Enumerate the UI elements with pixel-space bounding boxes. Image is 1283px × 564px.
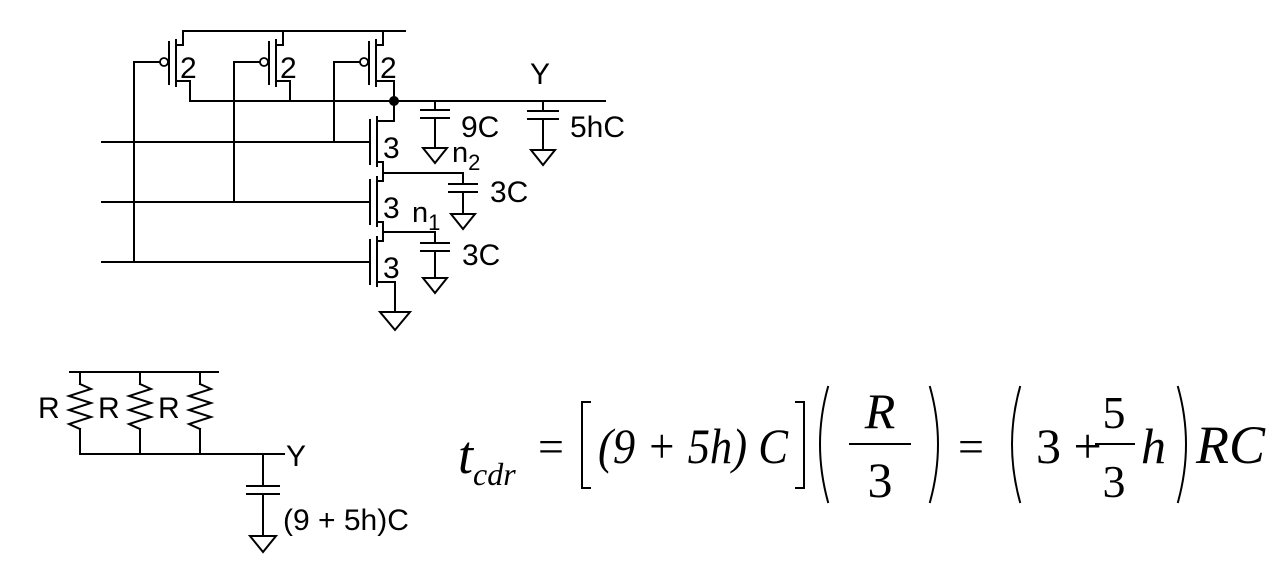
rc-load-capacitor: (9 + 5h)C bbox=[246, 453, 409, 554]
nmos-size-label-3: 3 bbox=[383, 252, 400, 285]
pmos-transistor-2: 2 bbox=[233, 30, 297, 102]
resistor-label-2: R bbox=[98, 392, 120, 425]
pmos-size-label-1: 2 bbox=[180, 52, 197, 85]
eq-rc: RC bbox=[1195, 415, 1266, 475]
resistor-1: R bbox=[38, 371, 95, 455]
cap-label-n1-3c: 3C bbox=[462, 239, 500, 272]
node-n1-label: n1 bbox=[412, 197, 440, 235]
eq-right-bracket bbox=[795, 401, 805, 489]
eq-equals-1: = bbox=[538, 421, 564, 472]
eq-left-bracket bbox=[581, 401, 591, 489]
capacitor-9c: 9C bbox=[420, 100, 499, 165]
cap-label-n2-3c: 3C bbox=[490, 176, 528, 209]
output-node-label: Y bbox=[530, 58, 550, 91]
cap-label-9c: 9C bbox=[461, 111, 499, 144]
pmos-transistor-3: 2 bbox=[333, 30, 397, 102]
eq-paren-left-2 bbox=[1011, 385, 1022, 504]
cap-label-5hc: 5hC bbox=[570, 111, 625, 144]
ground-symbol-stack bbox=[377, 311, 413, 332]
eq-lhs: tcdr bbox=[458, 425, 516, 492]
pmos-size-label-2: 2 bbox=[280, 52, 297, 85]
nmos-size-label-2: 3 bbox=[383, 192, 400, 225]
eq-three: 3 + bbox=[1036, 418, 1102, 474]
resistor-3: R bbox=[158, 371, 215, 455]
pmos-bubble-3 bbox=[359, 57, 369, 67]
delay-equation: tcdr = (9 + 5h) C R 3 = 3 + 5 3 h RC bbox=[458, 383, 1266, 508]
rc-cap-label: (9 + 5h)C bbox=[283, 504, 409, 537]
capacitor-n2-3c: 3C bbox=[448, 172, 528, 231]
rc-output-node-label: Y bbox=[286, 440, 306, 473]
eq-frac2-num: 5 bbox=[1103, 387, 1126, 438]
eq-term1: (9 + 5h) C bbox=[598, 418, 789, 474]
eq-frac1-den: 3 bbox=[868, 452, 893, 508]
pmos-transistor-1: 2 bbox=[133, 30, 197, 102]
eq-paren-right-2 bbox=[1176, 385, 1187, 504]
capacitor-n1-3c: 3C bbox=[420, 231, 500, 295]
eq-frac2-den: 3 bbox=[1103, 456, 1126, 507]
eq-equals-2: = bbox=[958, 421, 984, 472]
eq-frac1-num: R bbox=[864, 383, 896, 439]
node-n2-label: n2 bbox=[452, 137, 480, 175]
nmos-transistor-3: 3 bbox=[369, 231, 400, 313]
nmos-transistor-1: 3 bbox=[369, 100, 400, 174]
eq-paren-left-1 bbox=[819, 385, 830, 504]
capacitor-5hc: 5hC bbox=[527, 100, 625, 167]
eq-h: h bbox=[1141, 418, 1166, 474]
resistor-label-3: R bbox=[158, 392, 180, 425]
resistor-label-1: R bbox=[38, 392, 60, 425]
rc-equivalent-model: R R R Y (9 + 5h)C bbox=[38, 371, 409, 554]
eq-paren-right-1 bbox=[928, 385, 939, 504]
pmos-size-label-3: 2 bbox=[380, 52, 397, 85]
nand3-schematic: 2 2 2 Y bbox=[101, 30, 625, 332]
pmos-bubble-2 bbox=[259, 57, 269, 67]
resistor-2: R bbox=[98, 371, 155, 455]
nmos-size-label-1: 3 bbox=[383, 132, 400, 165]
pmos-bubble-1 bbox=[159, 57, 169, 67]
nmos-transistor-2: 3 bbox=[369, 172, 400, 233]
